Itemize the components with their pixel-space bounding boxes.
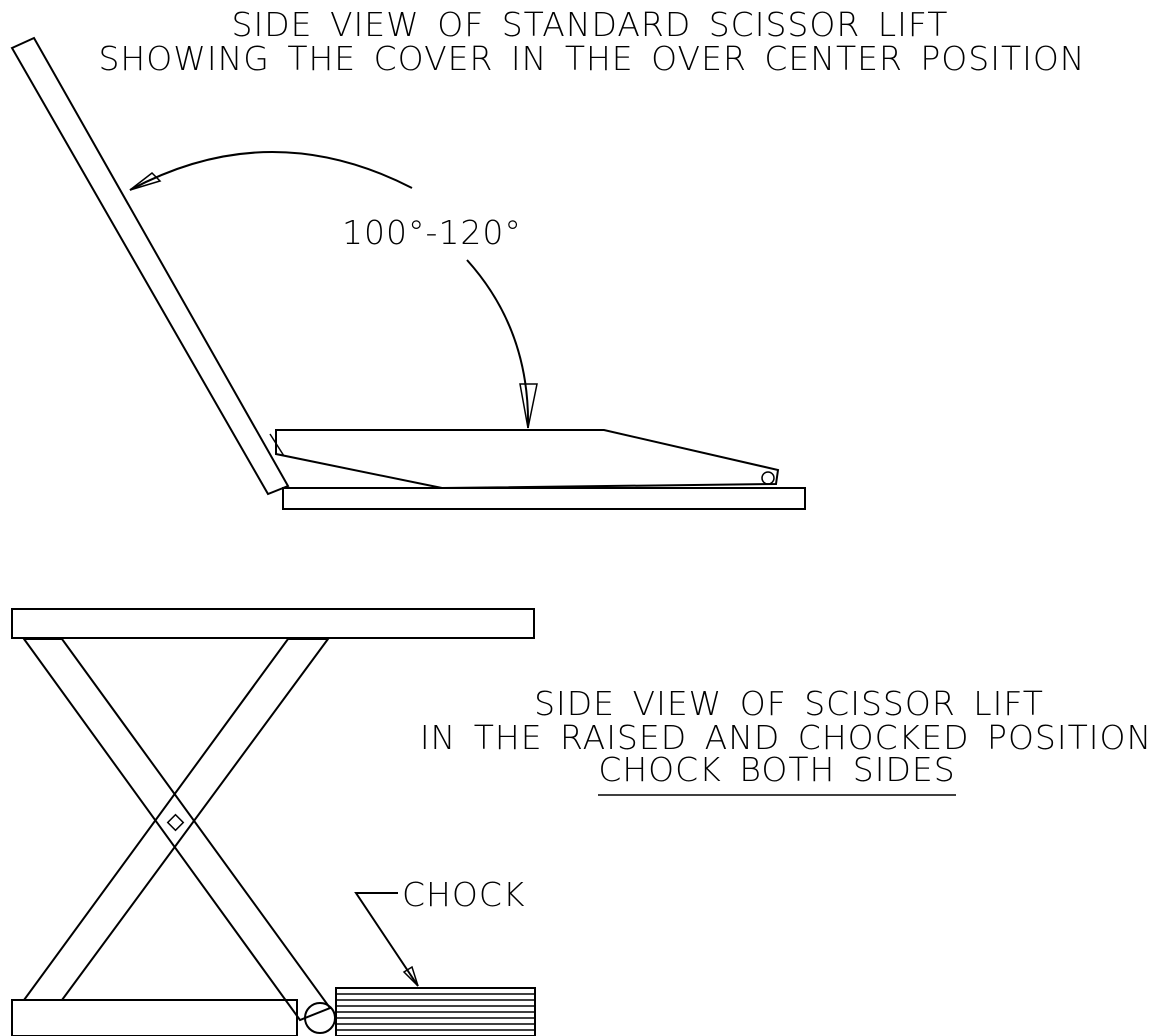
angle-arrow-lower bbox=[519, 383, 538, 429]
top-title-line-1: SIDE VIEW OF STANDARD SCISSOR LIFT bbox=[232, 5, 949, 44]
base-plate bbox=[282, 487, 806, 510]
top-title-line-2: SHOWING THE COVER IN THE OVER CENTER POS… bbox=[98, 39, 1085, 78]
bottom-title-line-2: IN THE RAISED AND CHOCKED POSITION bbox=[420, 718, 1152, 757]
cover-over-center bbox=[10, 36, 290, 496]
angle-label: 100°-120° bbox=[342, 213, 522, 252]
bottom-view: CHOCK SIDE VIEW OF SCISSOR LIFT IN THE R… bbox=[11, 608, 1152, 1036]
roller-wheel bbox=[304, 1002, 336, 1034]
scissor-arm-2 bbox=[22, 638, 330, 1001]
chock-leader-arrow bbox=[402, 965, 419, 987]
angle-arrow-upper bbox=[129, 172, 162, 191]
chock-leader bbox=[354, 892, 419, 987]
angle-arc-upper bbox=[129, 151, 413, 191]
raised-platform bbox=[11, 608, 535, 639]
angle-arc-lower bbox=[466, 259, 530, 429]
platform-pivot bbox=[761, 471, 775, 485]
top-view: SIDE VIEW OF STANDARD SCISSOR LIFT SHOWI… bbox=[10, 5, 1085, 510]
bottom-title-line-3: CHOCK BOTH SIDES bbox=[598, 750, 955, 789]
platform-top bbox=[275, 429, 780, 490]
base-frame bbox=[11, 999, 298, 1036]
platform-hinge-edge bbox=[269, 433, 285, 457]
chock-label: CHOCK bbox=[402, 875, 526, 914]
chock-block bbox=[335, 987, 536, 1036]
bottom-title-line-1: SIDE VIEW OF SCISSOR LIFT bbox=[534, 684, 1044, 723]
center-pivot bbox=[166, 813, 185, 832]
